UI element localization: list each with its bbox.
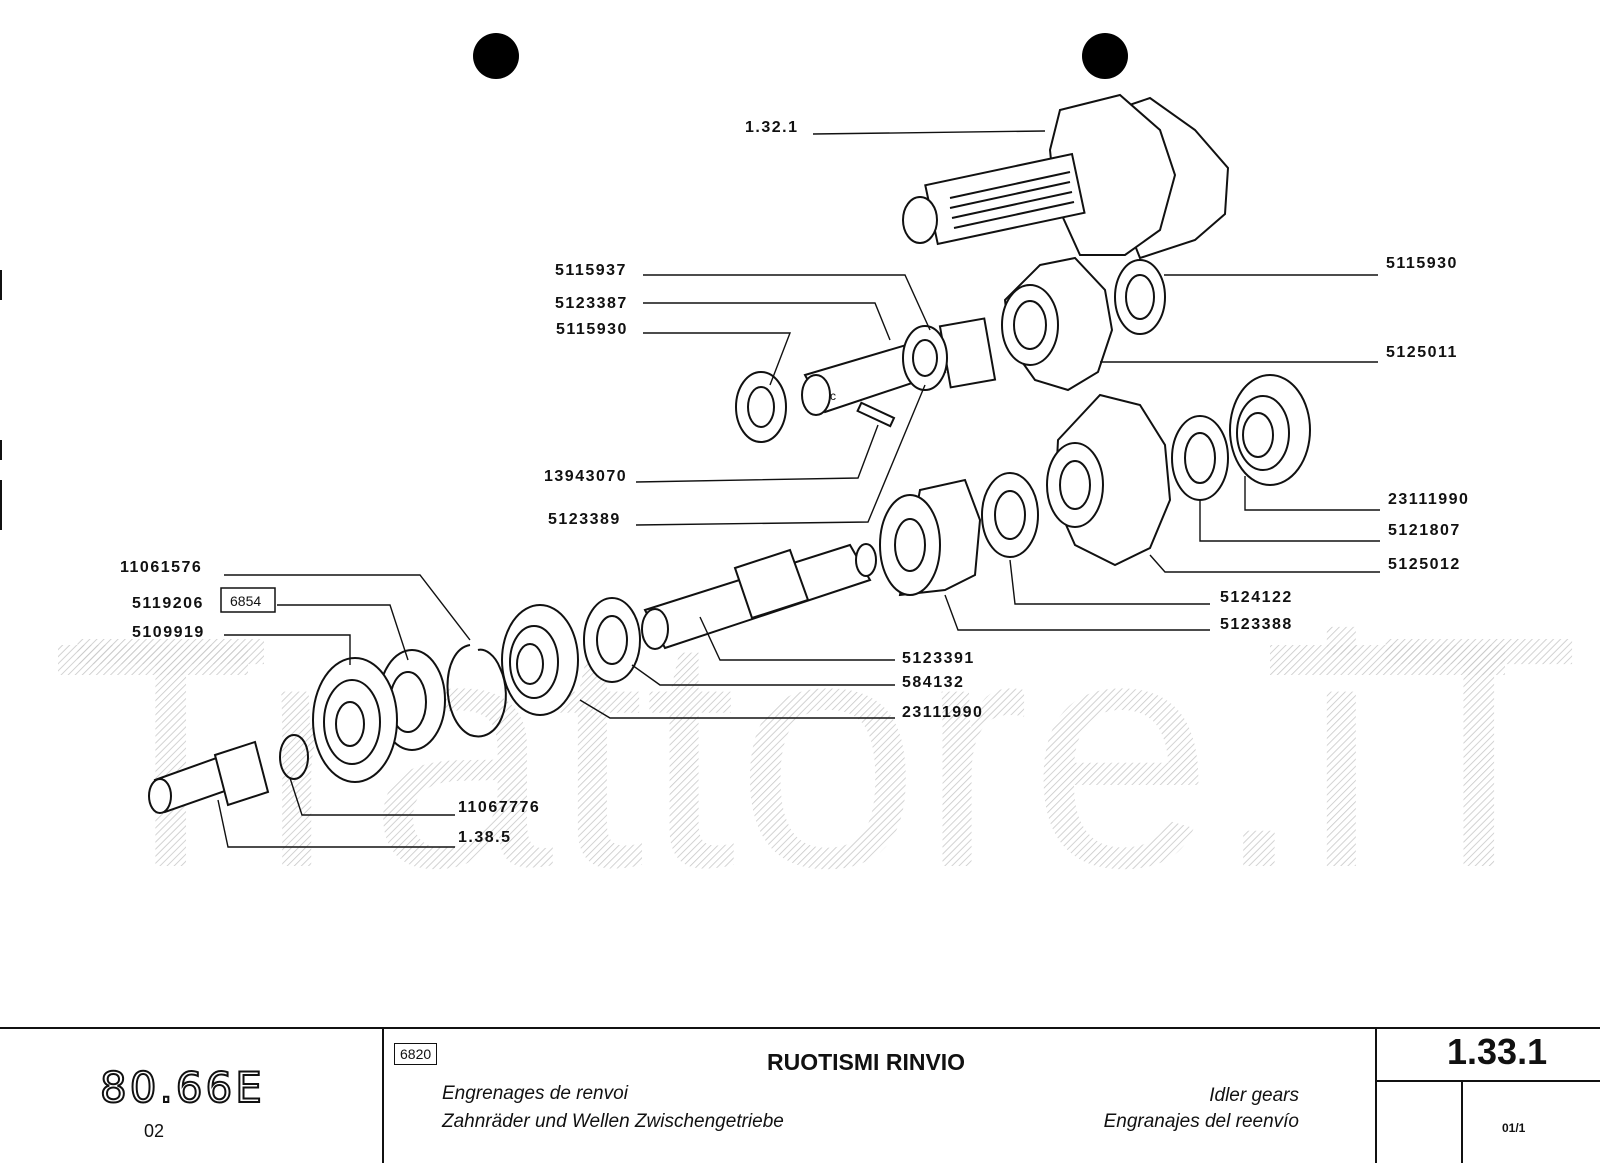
watermark: Trattore.iT <box>58 567 1580 936</box>
part-sleeve-5123388 <box>879 478 982 597</box>
title-en: Idler gears <box>1209 1085 1299 1106</box>
ref-box: 6820 <box>394 1043 438 1065</box>
part-washer-5124122 <box>981 472 1039 558</box>
registration-dot-right <box>1082 33 1128 79</box>
registration-dot-left <box>473 33 519 79</box>
label-5119206-box: 6854 <box>220 587 276 613</box>
label-5109919: 5109919 <box>132 624 205 641</box>
part-shaft-gear-1-32-1 <box>902 93 1230 260</box>
label-13943070: 13943070 <box>544 468 627 485</box>
part-snap-ring-11067776 <box>279 734 309 780</box>
svg-text:6854: 6854 <box>230 593 261 609</box>
part-gear-5125011 <box>1001 256 1114 392</box>
label-5123388: 5123388 <box>1220 616 1293 633</box>
label-5123391: 5123391 <box>902 650 975 667</box>
part-washer-584132 <box>583 597 641 683</box>
model-cell: 80.66E 02 <box>0 1029 384 1163</box>
model-number: 80.66E <box>99 1062 265 1113</box>
page-number: 1.33.1 <box>1447 1031 1548 1072</box>
label-5119206: 5119206 <box>132 595 204 612</box>
part-cover-5109919 <box>312 657 398 783</box>
part-ring-5121807 <box>1171 415 1229 501</box>
label-5125011: 5125011 <box>1386 344 1458 361</box>
part-shaft-5123391 <box>641 543 877 650</box>
label-5121807: 5121807 <box>1388 522 1461 539</box>
label-5123387: 5123387 <box>555 295 628 312</box>
label-5115930-left: 5115930 <box>556 321 628 338</box>
svg-text:c: c <box>830 389 836 403</box>
label-11067776: 11067776 <box>458 799 540 816</box>
part-spacer-5115937 <box>902 317 997 391</box>
part-gear-5125012 <box>1046 393 1172 567</box>
label-5123389: 5123389 <box>548 511 621 528</box>
label-5125012: 5125012 <box>1388 556 1461 573</box>
page-ref-cell: 1.33.1 01/1 <box>1377 1029 1600 1163</box>
label-5115930-right: 5115930 <box>1386 255 1458 272</box>
part-bearing-23111990-left <box>501 604 579 716</box>
part-shaft-1-38-5 <box>148 740 270 814</box>
leader-lines <box>217 130 1380 848</box>
svg-text:Trattore.iT: Trattore.iT <box>70 567 1580 936</box>
model-sub: 02 <box>144 1121 165 1141</box>
title-block: 80.66E 02 6820 RUOTISMI RINVIO Engrenage… <box>0 1027 1600 1163</box>
label-5115937: 5115937 <box>555 262 627 279</box>
part-washer-5115930-left <box>735 371 787 443</box>
description-cell: 6820 RUOTISMI RINVIO Engrenages de renvo… <box>382 1029 1377 1163</box>
part-circlip-11061576 <box>446 644 507 738</box>
part-key-13943070 <box>856 401 896 428</box>
label-11061576: 11061576 <box>120 559 202 576</box>
label-584132: 584132 <box>902 674 964 691</box>
page-title: RUOTISMI RINVIO <box>767 1049 966 1075</box>
label-23111990-left: 23111990 <box>902 704 983 721</box>
part-bearing-23111990-right <box>1229 374 1311 486</box>
label-1-32-1: 1.32.1 <box>745 119 798 136</box>
title-es: Engranajes del reenvío <box>1103 1111 1299 1132</box>
label-23111990-right: 23111990 <box>1388 491 1469 508</box>
sheet-number: 01/1 <box>1502 1121 1526 1135</box>
title-fr: Engrenages de renvoi <box>442 1083 628 1104</box>
part-washer-5115930-top <box>1114 259 1166 335</box>
title-de: Zahnräder und Wellen Zwischengetriebe <box>442 1111 784 1132</box>
label-1-38-5: 1.38.5 <box>458 829 511 846</box>
label-5124122: 5124122 <box>1220 589 1293 606</box>
